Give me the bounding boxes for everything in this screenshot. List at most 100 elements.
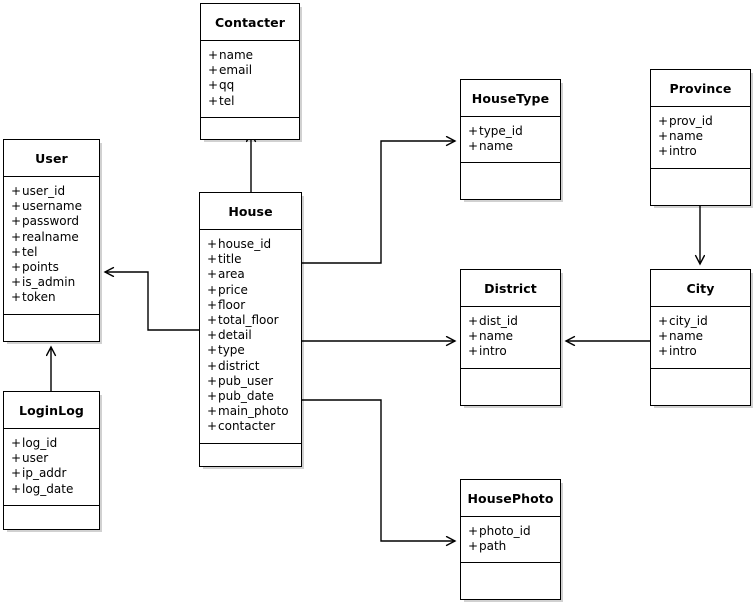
class-attributes-housetype: +type_id+name — [461, 117, 560, 164]
attribute-name: main_photo — [218, 404, 289, 419]
class-attributes-city: +city_id+name+intro — [651, 307, 750, 369]
visibility-public-icon: + — [207, 282, 218, 297]
visibility-public-icon: + — [207, 389, 218, 404]
visibility-public-icon: + — [658, 329, 669, 344]
attribute-row: +house_id — [200, 237, 301, 252]
visibility-public-icon: + — [11, 466, 22, 481]
visibility-public-icon: + — [11, 481, 22, 496]
attribute-name: password — [22, 214, 79, 229]
visibility-public-icon: + — [468, 124, 479, 138]
attribute-row: +name — [461, 329, 560, 344]
visibility-public-icon: + — [11, 244, 22, 259]
visibility-public-icon: + — [658, 144, 669, 159]
attribute-name: intro — [669, 144, 697, 159]
visibility-public-icon: + — [11, 290, 22, 305]
class-attributes-house: +house_id+title+area+price+floor+total_f… — [200, 230, 301, 444]
attribute-name: user_id — [22, 184, 66, 198]
attribute-row: +ip_addr — [4, 466, 99, 481]
visibility-public-icon: + — [207, 252, 218, 267]
visibility-public-icon: + — [208, 48, 219, 62]
attribute-name: ip_addr — [22, 466, 67, 481]
attribute-row: +username — [4, 199, 99, 214]
class-operations-contacter — [201, 118, 299, 136]
class-box-user[interactable]: User+user_id+username+password+realname+… — [3, 139, 100, 342]
attribute-name: price — [218, 282, 248, 297]
visibility-public-icon: + — [11, 184, 22, 198]
visibility-public-icon: + — [468, 344, 479, 359]
attribute-name: intro — [669, 344, 697, 359]
attribute-name: total_floor — [218, 313, 279, 328]
class-attributes-loginlog: +log_id+user+ip_addr+log_date — [4, 429, 99, 506]
attribute-name: prov_id — [669, 114, 713, 128]
attribute-name: email — [219, 63, 253, 78]
attribute-row: +intro — [651, 344, 750, 359]
attribute-name: floor — [218, 297, 246, 312]
attribute-name: type — [218, 343, 245, 358]
attribute-name: log_date — [22, 481, 74, 496]
attribute-row: +price — [200, 283, 301, 298]
attribute-name: house_id — [218, 237, 272, 251]
class-box-loginlog[interactable]: LoginLog+log_id+user+ip_addr+log_date — [3, 391, 100, 530]
visibility-public-icon: + — [468, 539, 479, 554]
attribute-row: +floor — [200, 298, 301, 313]
attribute-row: +title — [200, 252, 301, 267]
visibility-public-icon: + — [11, 451, 22, 466]
attribute-row: +photo_id — [461, 524, 560, 539]
attribute-row: +points — [4, 260, 99, 275]
class-operations-housephoto — [461, 563, 560, 581]
attribute-name: city_id — [669, 314, 708, 328]
class-box-city[interactable]: City+city_id+name+intro — [650, 269, 751, 406]
relationship-house-housetype — [302, 141, 455, 264]
attribute-row: +dist_id — [461, 314, 560, 329]
class-box-house[interactable]: House+house_id+title+area+price+floor+to… — [199, 192, 302, 467]
attribute-name: title — [218, 252, 242, 267]
attribute-row: +tel — [201, 94, 299, 109]
attribute-name: pub_date — [218, 389, 274, 404]
attribute-row: +user_id — [4, 184, 99, 199]
attribute-row: +password — [4, 214, 99, 229]
attribute-name: photo_id — [479, 524, 531, 538]
attribute-row: +city_id — [651, 314, 750, 329]
class-operations-province — [651, 169, 750, 187]
attribute-row: +total_floor — [200, 313, 301, 328]
class-box-province[interactable]: Province+prov_id+name+intro — [650, 69, 751, 206]
class-box-housephoto[interactable]: HousePhoto +photo_id+path — [460, 479, 561, 600]
attribute-row: +qq — [201, 78, 299, 93]
attribute-name: qq — [219, 78, 235, 93]
visibility-public-icon: + — [207, 373, 218, 388]
relationship-house-user — [105, 272, 199, 331]
attribute-row: +district — [200, 359, 301, 374]
attribute-name: realname — [22, 229, 79, 244]
class-attributes-district: +dist_id+name+intro — [461, 307, 560, 369]
class-operations-housetype — [461, 163, 560, 181]
attribute-row: +main_photo — [200, 404, 301, 419]
class-box-housetype[interactable]: HouseType+type_id+name — [460, 79, 561, 200]
visibility-public-icon: + — [11, 229, 22, 244]
visibility-public-icon: + — [207, 343, 218, 358]
attribute-row: +contacter — [200, 419, 301, 434]
attribute-name: path — [479, 539, 507, 554]
attribute-row: +detail — [200, 328, 301, 343]
class-box-contacter[interactable]: Contacter+name+email+qq+tel — [200, 3, 300, 140]
visibility-public-icon: + — [658, 129, 669, 144]
class-operations-district — [461, 369, 560, 387]
attribute-row: +realname — [4, 230, 99, 245]
attribute-row: +pub_date — [200, 389, 301, 404]
visibility-public-icon: + — [658, 344, 669, 359]
class-box-district[interactable]: District+dist_id+name+intro — [460, 269, 561, 406]
attribute-name: token — [22, 290, 56, 305]
class-title-housetype: HouseType — [461, 80, 560, 117]
class-title-housephoto: HousePhoto — [461, 480, 560, 517]
attribute-row: +name — [651, 329, 750, 344]
visibility-public-icon: + — [11, 275, 22, 290]
visibility-public-icon: + — [658, 114, 669, 128]
attribute-row: +log_date — [4, 482, 99, 497]
attribute-row: +type — [200, 343, 301, 358]
attribute-name: contacter — [218, 419, 276, 434]
attribute-row: +is_admin — [4, 275, 99, 290]
visibility-public-icon: + — [468, 139, 479, 154]
visibility-public-icon: + — [658, 314, 669, 328]
attribute-row: +area — [200, 267, 301, 282]
class-title-loginlog: LoginLog — [4, 392, 99, 429]
